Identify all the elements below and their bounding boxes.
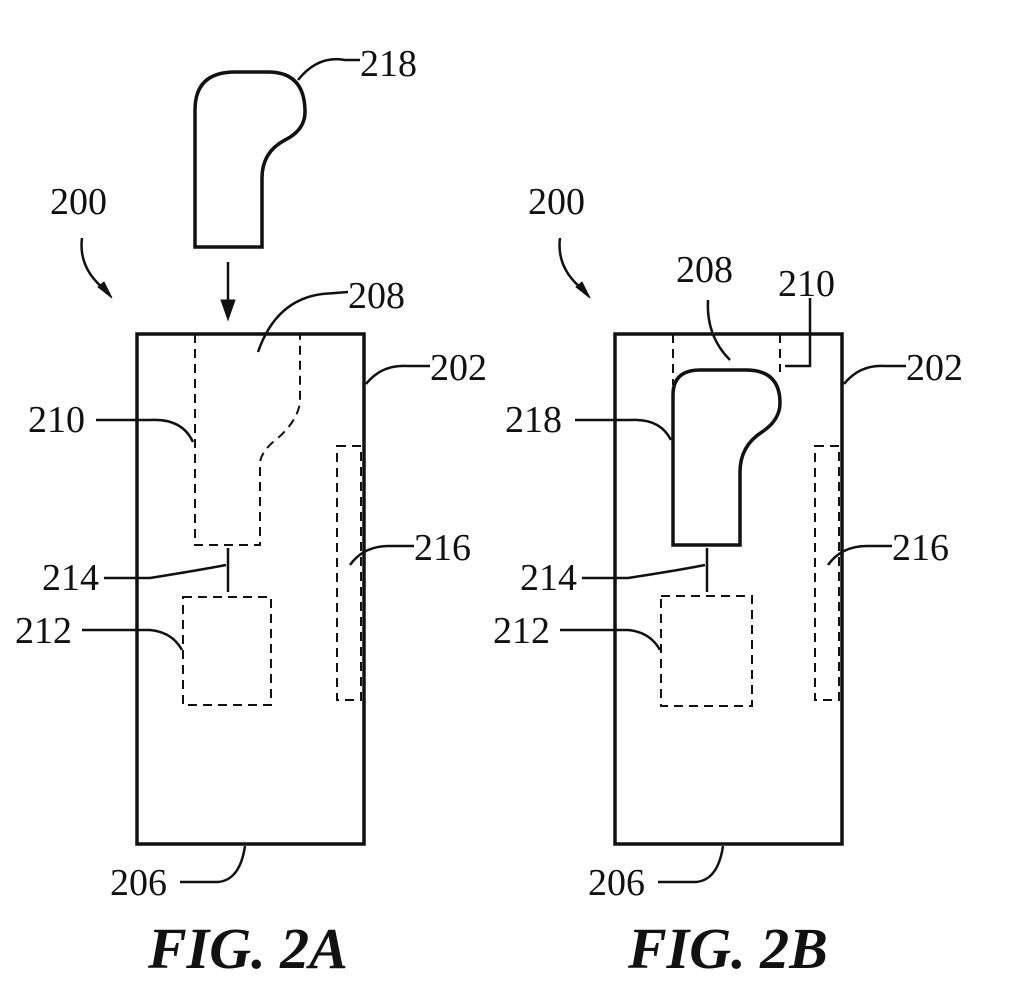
label-210: 210 xyxy=(778,263,835,305)
label-214: 214 xyxy=(520,557,577,599)
label-218: 218 xyxy=(360,43,417,85)
cavity-outline xyxy=(194,334,301,546)
label-200: 200 xyxy=(528,181,585,223)
module-outline xyxy=(182,596,272,706)
caption-fig-2a: FIG. 2A xyxy=(147,916,348,981)
leader-214 xyxy=(104,563,227,580)
leader-206 xyxy=(658,845,725,884)
label-214: 214 xyxy=(42,557,99,599)
label-212: 212 xyxy=(15,610,72,652)
label-218: 218 xyxy=(505,399,562,441)
leader-218 xyxy=(297,57,360,81)
label-202: 202 xyxy=(906,347,963,389)
leader-212 xyxy=(82,628,184,651)
label-202: 202 xyxy=(430,347,487,389)
figure-2b: 200 208 210 202 218 214 212 216 206 FIG.… xyxy=(493,181,963,981)
side-component-outline xyxy=(336,445,362,701)
leader-202 xyxy=(843,364,906,385)
label-212: 212 xyxy=(493,610,550,652)
label-206: 206 xyxy=(110,862,167,904)
module-outline xyxy=(660,595,753,707)
leader-212 xyxy=(560,628,662,651)
label-208: 208 xyxy=(676,249,733,291)
housing xyxy=(613,332,844,846)
leader-202 xyxy=(365,364,430,385)
leader-206 xyxy=(180,845,247,884)
leader-210 xyxy=(96,418,195,443)
assembly-arrow-icon xyxy=(558,237,591,299)
leader-218 xyxy=(575,418,673,441)
leader-216 xyxy=(348,544,414,566)
leader-216 xyxy=(826,544,892,566)
label-210: 210 xyxy=(28,399,85,441)
label-216: 216 xyxy=(414,527,471,569)
label-216: 216 xyxy=(892,527,949,569)
insertion-arrow-icon xyxy=(220,262,236,322)
figure-2a: 200 218 208 202 210 214 212 216 206 FIG.… xyxy=(15,43,487,981)
cavity-outline xyxy=(672,334,781,385)
housing xyxy=(135,332,366,846)
label-206: 206 xyxy=(588,862,645,904)
leader-210 xyxy=(785,298,812,368)
assembly-arrow-icon xyxy=(80,237,113,299)
caption-fig-2b: FIG. 2B xyxy=(627,916,828,981)
leader-208 xyxy=(256,290,349,353)
label-200: 200 xyxy=(50,181,107,223)
label-208: 208 xyxy=(348,275,405,317)
insert-part xyxy=(193,70,307,249)
side-component-outline xyxy=(814,445,840,701)
leader-208 xyxy=(706,299,731,361)
leader-214 xyxy=(582,563,706,580)
insert-part xyxy=(671,368,782,547)
